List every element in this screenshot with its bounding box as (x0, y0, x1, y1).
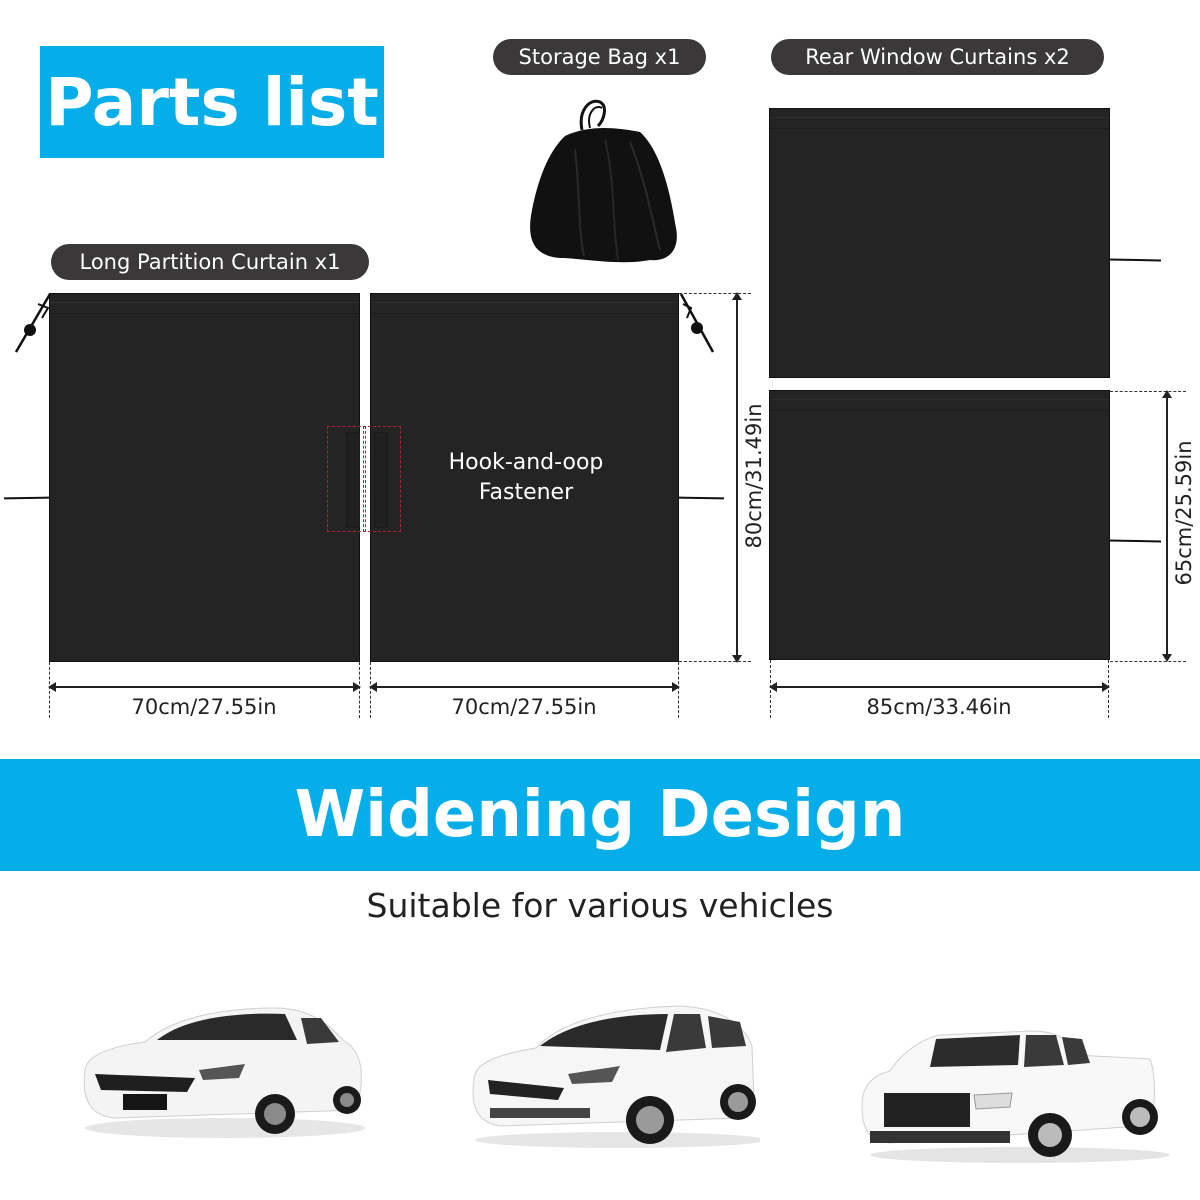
fastener-outline-right (363, 426, 401, 532)
suv-car-icon (472, 1005, 760, 1148)
partition-cord-left (3, 496, 51, 500)
fastener-label-line1: Hook-and-oop (448, 450, 604, 475)
fastener-strip-left (346, 432, 360, 528)
left-panel-width-label: 70cm/27.55in (131, 695, 277, 719)
fastener-label: Hook-and-oop Fastener (400, 448, 652, 508)
banner-subtitle: Suitable for various vehicles (366, 886, 834, 925)
right-panel-width-label: 70cm/27.55in (451, 695, 597, 719)
partition-panel-left (49, 293, 360, 662)
banner-title: Widening Design (294, 778, 906, 852)
rear-curtain-panel-bottom (769, 390, 1110, 660)
dimension-arrow-right-width (369, 682, 680, 692)
rear-curtain-cord-bottom (1108, 539, 1162, 543)
fastener-outline-left (327, 426, 366, 532)
guide-line (1110, 391, 1186, 392)
dimension-arrow-left-width (48, 682, 361, 692)
toggle-cord-left-icon (14, 293, 52, 353)
dimension-arrow-rear-height (1162, 390, 1172, 662)
toggle-cord-right-icon (679, 293, 715, 353)
page-title: Parts list (45, 63, 379, 141)
rear-curtain-cord-top (1108, 258, 1162, 262)
partition-height-label: 80cm/31.49in (742, 403, 766, 549)
rear-curtain-panel-top (769, 108, 1110, 378)
widening-design-banner: Widening Design (0, 759, 1200, 871)
guide-line (679, 293, 751, 294)
fastener-label-line2: Fastener (478, 480, 574, 505)
fastener-strip-right (374, 432, 388, 528)
dimension-arrow-partition-height (732, 292, 742, 663)
storage-bag-label-text: Storage Bag x1 (518, 45, 681, 69)
parts-list-title-box: Parts list (40, 46, 384, 158)
drawstring-bag-icon (530, 99, 677, 263)
rear-window-curtains-label: Rear Window Curtains x2 (771, 39, 1104, 75)
pickup-truck-icon (861, 1030, 1170, 1163)
rear-curtain-width-label: 85cm/33.46in (866, 695, 1012, 719)
guide-line (1110, 661, 1186, 662)
rear-curtain-height-label: 65cm/25.59in (1172, 440, 1196, 586)
guide-line (679, 661, 751, 662)
dimension-arrow-rear-width (769, 682, 1110, 692)
long-partition-curtain-label: Long Partition Curtain x1 (51, 244, 369, 280)
sedan-car-icon (83, 1007, 365, 1138)
storage-bag-label: Storage Bag x1 (493, 39, 706, 75)
partition-cord-right (677, 496, 725, 500)
long-partition-curtain-label-text: Long Partition Curtain x1 (79, 250, 341, 274)
partition-panel-right (370, 293, 679, 662)
rear-window-curtains-label-text: Rear Window Curtains x2 (805, 45, 1070, 69)
